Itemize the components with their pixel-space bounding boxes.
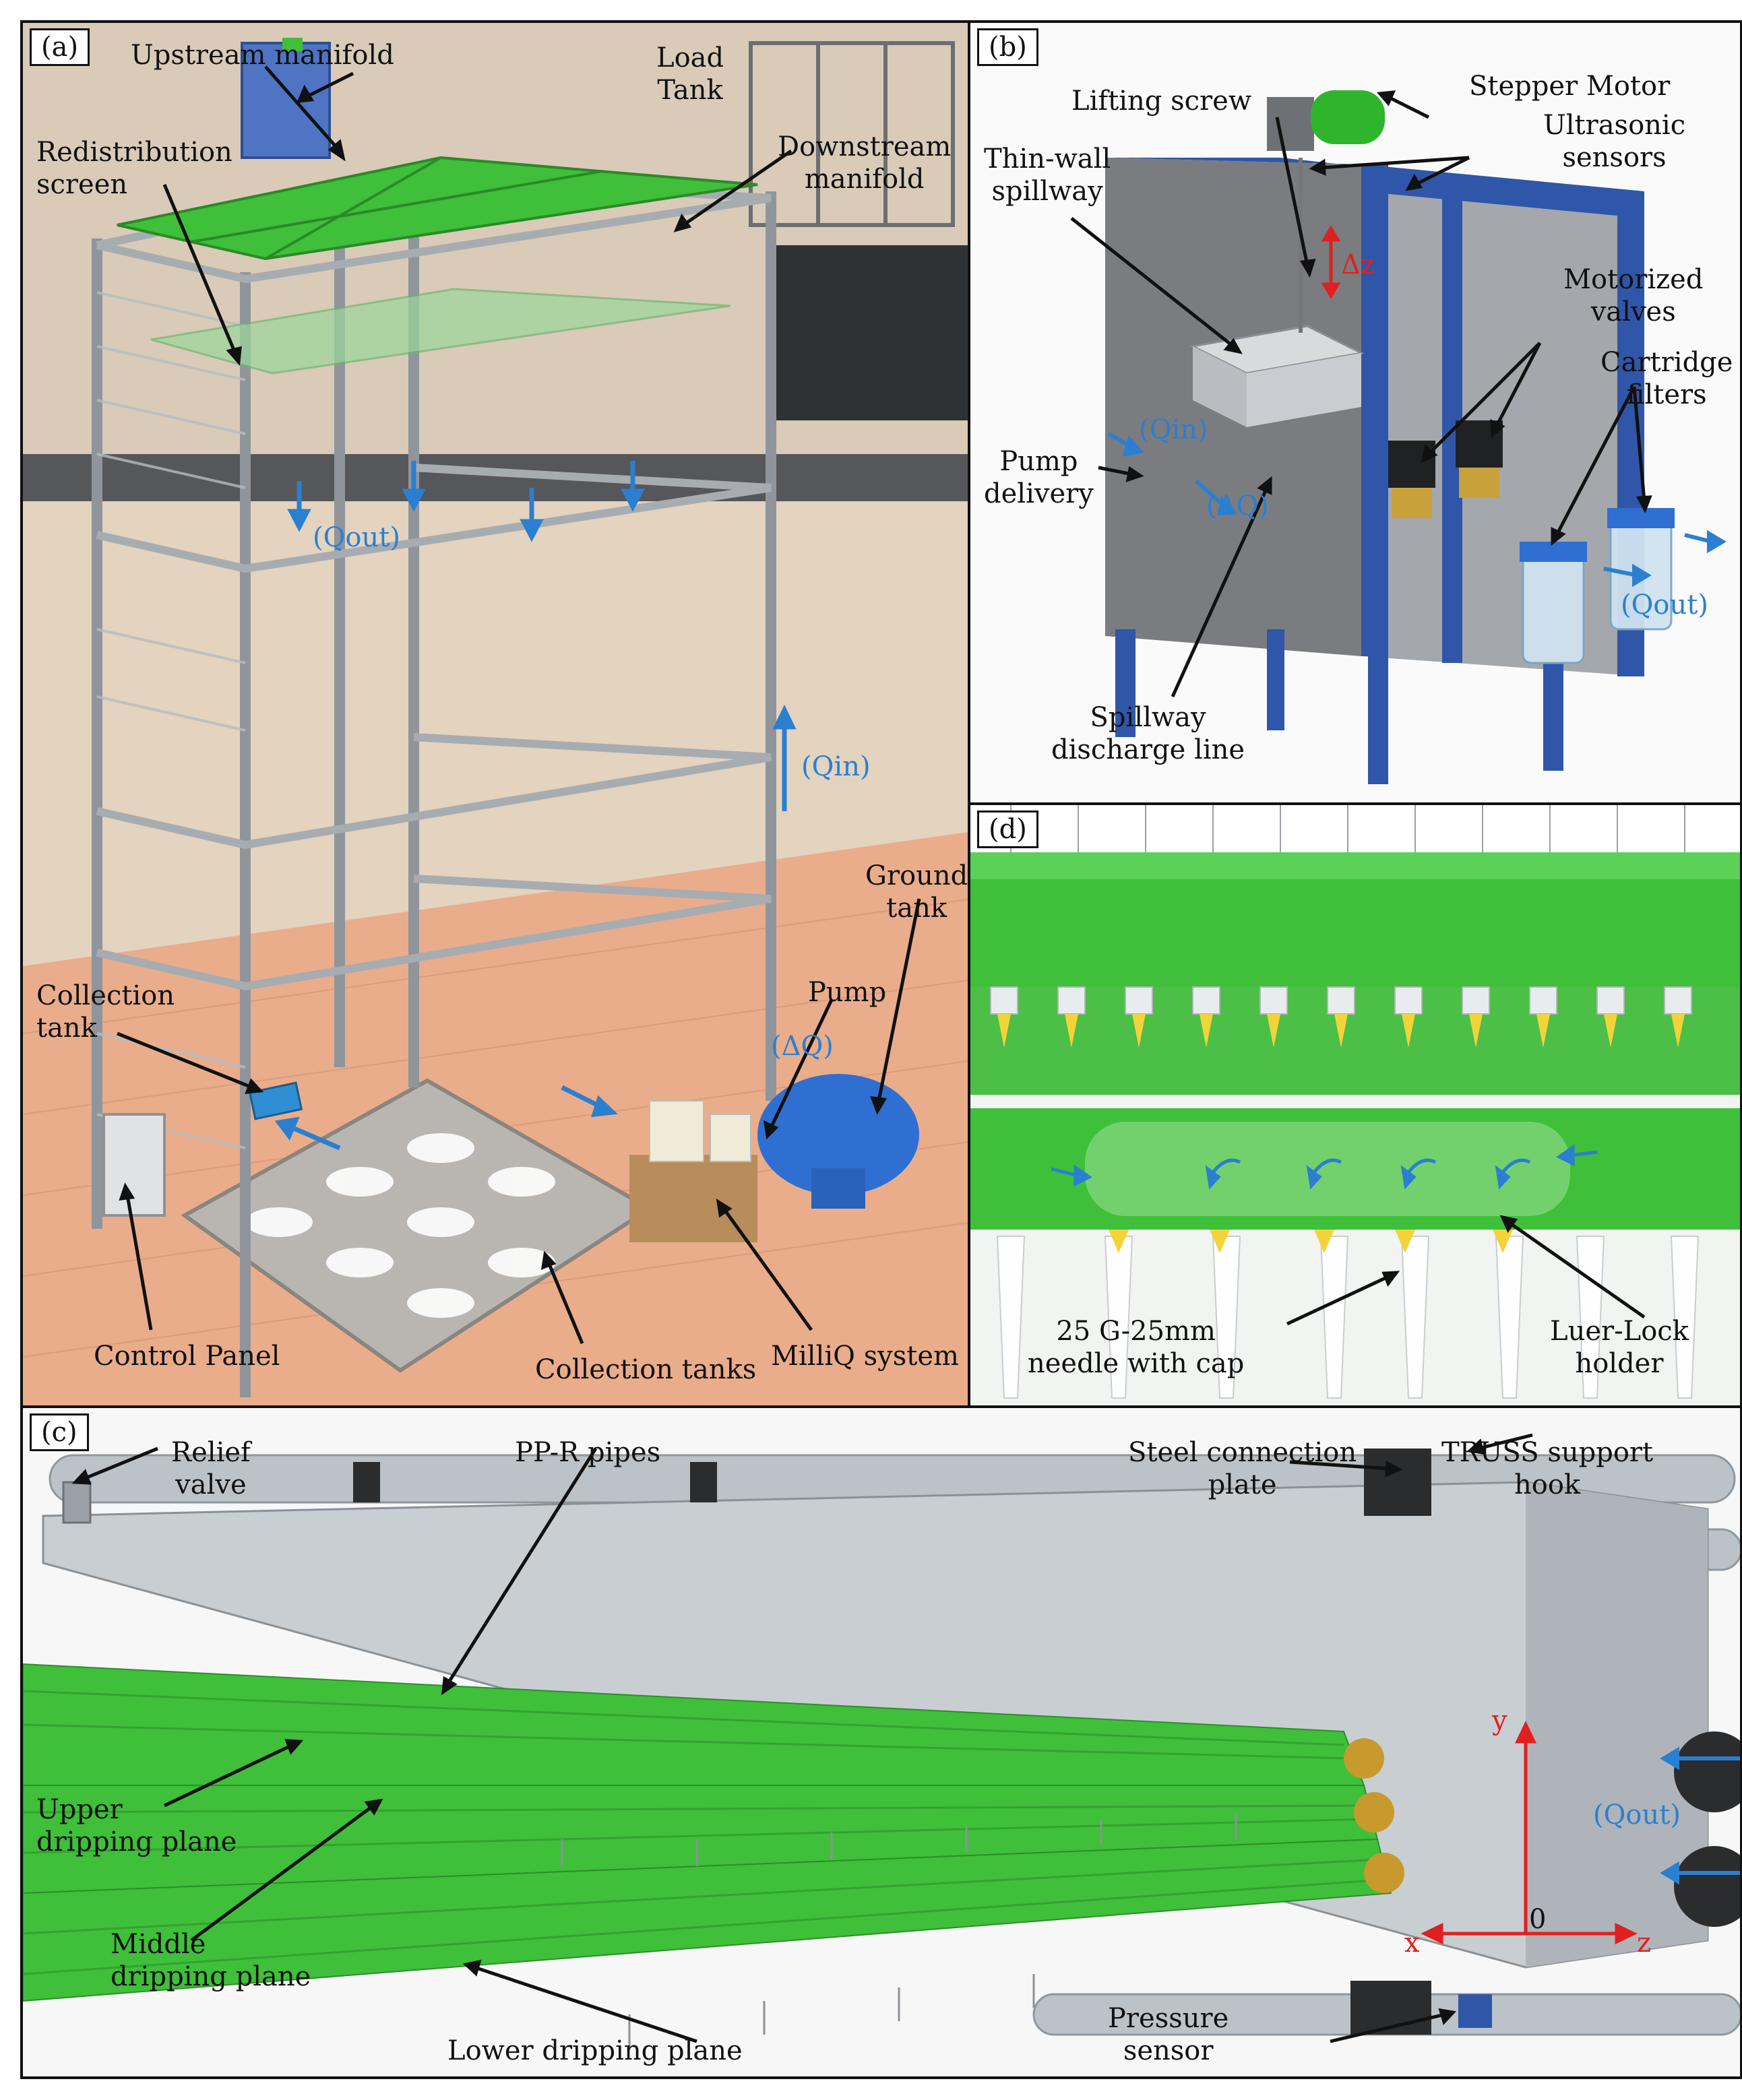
upper-dripping-plane-label: Upper dripping plane — [36, 1793, 237, 1858]
spillway-discharge-line-label-line2: discharge line — [1051, 734, 1245, 765]
redistribution-screen-label: Redistribution screen — [36, 136, 232, 201]
middle-dripping-plane-label: Middle dripping plane — [111, 1928, 311, 1993]
luer-lock-label: Luer-Lock holder — [1550, 1315, 1689, 1380]
milliq-system-label: MilliQ system — [771, 1341, 959, 1372]
steel-connection-plate-label-line1: Steel connection — [1128, 1437, 1357, 1468]
panel-c-tag: (c) — [30, 1413, 89, 1451]
panel-a-tag: (a) — [30, 28, 90, 66]
steel-connection-plate-shape — [1364, 1449, 1431, 1516]
cartridge-filter-1 — [1522, 554, 1585, 664]
lower-dripping-plane-label: Lower dripping plane — [447, 2035, 743, 2066]
needle-label: 25 G-25mm needle with cap — [1028, 1315, 1244, 1380]
panel-a: (a) Upstream manifold Load Tank Redistri… — [20, 20, 970, 1408]
control-panel-label: Control Panel — [94, 1341, 280, 1372]
panel-c-illustration — [23, 1433, 1740, 2048]
collection-tank-label: Collection tank — [36, 980, 175, 1044]
pressure-sensor-label-line1: Pressure — [1108, 2003, 1229, 2034]
spillway-discharge-line-label-line1: Spillway — [1090, 702, 1206, 733]
needle-label-line1: 25 G-25mm — [1056, 1316, 1216, 1347]
delta-q-label-b: (ΔQ) — [1206, 490, 1269, 521]
lifting-screw-label: Lifting screw — [1071, 86, 1252, 117]
cartridge-filters-label-line2: filters — [1626, 379, 1707, 410]
thin-wall-spillway-label: Thin-wall spillway — [984, 143, 1111, 208]
pressure-sensor-shape — [1458, 1994, 1492, 2028]
axis-z-label: z — [1637, 1928, 1652, 1959]
thin-wall-spillway-label-line2: spillway — [991, 176, 1103, 207]
pressure-sensor-label: Pressure sensor — [1108, 2002, 1228, 2067]
ppr-pipes-label: PP-R pipes — [515, 1437, 661, 1468]
cartridge-filters-label-line1: Cartridge — [1600, 347, 1733, 378]
panel-c: (c) Relief valve PP-R pipes Steel connec… — [20, 1405, 1742, 2079]
cartridge-filters-label: Cartridge filters — [1600, 346, 1733, 411]
ground-tank-label: Ground tank — [865, 860, 968, 924]
steel-connection-plate-label-line2: plate — [1208, 1469, 1277, 1500]
redistribution-screen-label-line2: screen — [36, 169, 128, 200]
axis-origin-label: 0 — [1529, 1904, 1547, 1935]
pump-delivery-label-line1: Pump — [999, 446, 1078, 477]
top-manifold-screen — [117, 156, 758, 261]
upper-dripping-plane-label-line2: dripping plane — [36, 1826, 237, 1857]
downstream-manifold-label: Downstream manifold — [778, 131, 951, 195]
redistribution-screen-shape — [150, 288, 731, 375]
panel-b-illustration — [1070, 90, 1727, 784]
truss-support-hook-label-line2: hook — [1514, 1469, 1581, 1500]
control-panel-shape — [102, 1113, 166, 1217]
collection-tank-label-line1: Collection — [36, 980, 175, 1011]
redistribution-screen-label-line1: Redistribution — [36, 137, 232, 168]
truss-support-hook-label-line1: TRUSS support — [1441, 1437, 1654, 1468]
relief-valve-shape — [62, 1481, 92, 1524]
qout-label-c: (Qout) — [1593, 1800, 1681, 1831]
lower-plane-pipes — [23, 1838, 1392, 2002]
motorized-valves-label: Motorized valves — [1563, 263, 1703, 328]
delta-q-label: (ΔQ) — [771, 1031, 834, 1062]
axis-x-label: x — [1404, 1928, 1420, 1959]
qout-label-b: (Qout) — [1621, 590, 1708, 621]
upstream-manifold-label: Upstream manifold — [131, 40, 394, 71]
ground-tank-label-line1: Ground — [865, 860, 968, 891]
steel-connection-plate-label: Steel connection plate — [1128, 1436, 1357, 1501]
qin-label: (Qin) — [801, 751, 871, 782]
luer-lock-label-line1: Luer-Lock — [1550, 1316, 1689, 1347]
motorized-valves-label-line2: valves — [1590, 296, 1676, 327]
load-tank-label: Load Tank — [656, 42, 724, 106]
collection-tank-label-line2: tank — [36, 1013, 97, 1044]
middle-dripping-plane-label-line2: dripping plane — [111, 1961, 311, 1992]
ground-tank-label-line2: tank — [886, 893, 947, 924]
panel-b: (b) Lifting screw Stepper Motor Ultrason… — [968, 20, 1742, 805]
pump-delivery-label: Pump delivery — [984, 445, 1094, 510]
panel-d-illustration — [970, 805, 1740, 1399]
ultrasonic-sensors-label-line2: sensors — [1562, 142, 1667, 173]
luer-lock-label-line2: holder — [1575, 1348, 1664, 1379]
panel-d-tag: (d) — [977, 810, 1038, 848]
spillway-discharge-line-label: Spillway discharge line — [1051, 701, 1245, 766]
panel-a-illustration — [23, 23, 968, 1405]
pump-label: Pump — [808, 977, 887, 1008]
relief-valve-label-line1: Relief — [171, 1437, 251, 1468]
relief-valve-label: Relief valve — [171, 1436, 251, 1501]
load-tank-label-line1: Load — [656, 42, 724, 73]
collection-tanks-label: Collection tanks — [535, 1354, 757, 1385]
panel-b-tag: (b) — [977, 28, 1038, 66]
stepper-motor-shape — [1267, 97, 1314, 151]
relief-valve-label-line2: valve — [175, 1469, 247, 1500]
middle-dripping-plane-label-line1: Middle — [111, 1929, 206, 1960]
motorized-valves-label-line1: Motorized — [1563, 264, 1704, 295]
upper-dripping-plane-label-line1: Upper — [36, 1794, 123, 1825]
stepper-motor-label: Stepper Motor — [1469, 71, 1671, 102]
qin-label-b: (Qin) — [1139, 414, 1208, 445]
downstream-manifold-label-line1: Downstream — [778, 131, 952, 162]
ultrasonic-sensors-label: Ultrasonic sensors — [1543, 109, 1685, 174]
downstream-manifold-label-line2: manifold — [804, 164, 925, 195]
thin-wall-spillway-label-line1: Thin-wall — [984, 144, 1111, 174]
truss-support-hook-label: TRUSS support hook — [1441, 1436, 1653, 1501]
pump-delivery-label-line2: delivery — [984, 478, 1094, 509]
ultrasonic-sensors-label-line1: Ultrasonic — [1543, 110, 1686, 141]
panel-d: (d) 25 G-25mm needle with cap Luer-Lock … — [968, 802, 1742, 1408]
load-tank-label-line2: Tank — [657, 75, 723, 106]
axis-y-label: y — [1492, 1705, 1507, 1736]
pressure-sensor-label-line2: sensor — [1123, 2035, 1214, 2066]
delta-z-label: Δz — [1341, 249, 1375, 280]
qout-label: (Qout) — [313, 522, 400, 553]
needle-label-line2: needle with cap — [1028, 1348, 1245, 1379]
